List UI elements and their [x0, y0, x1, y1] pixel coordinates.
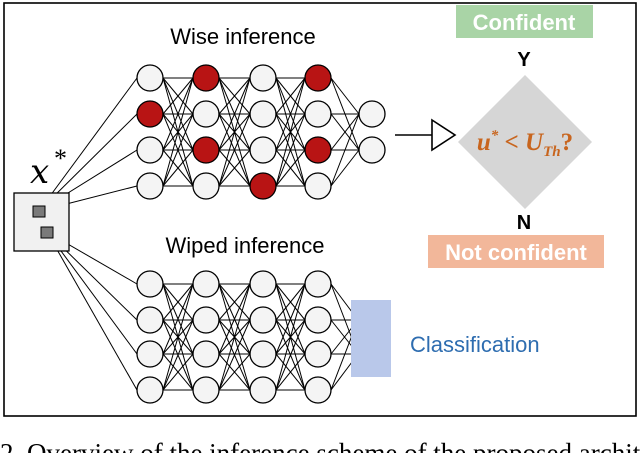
wise-edge [275, 77, 306, 187]
wiped-neuron [192, 376, 220, 404]
wiped-neuron [192, 270, 220, 298]
wise-edge [218, 77, 251, 151]
wiped-edge [275, 283, 306, 321]
input-symbol: 𝑥 [30, 154, 49, 191]
wise-edge [162, 113, 194, 187]
wiped-edge [275, 283, 306, 391]
wise-edge [275, 149, 306, 187]
wise-active-neuron [304, 64, 332, 92]
wiped-edge [218, 319, 251, 391]
wiped-neuron [304, 306, 332, 334]
wise-inference-title: Wise inference [170, 24, 316, 49]
wise-edge [162, 77, 194, 187]
decision-arrow [395, 118, 457, 152]
wiped-edge [275, 319, 306, 391]
wiped-neuron [249, 270, 277, 298]
wise-active-neuron [136, 100, 164, 128]
wiped-neuron [304, 270, 332, 298]
input-edge [46, 231, 138, 355]
wise-active-neuron [249, 172, 277, 200]
wise-edge [330, 113, 360, 187]
wise-neuron [249, 136, 277, 164]
input-symbol-superscript: * [54, 144, 67, 173]
wise-edge [275, 113, 306, 187]
wise-edge [218, 77, 251, 115]
wiped-neuron [136, 340, 164, 368]
wise-neuron [358, 100, 386, 128]
wise-neuron [304, 100, 332, 128]
confident-badge [456, 5, 593, 38]
wise-neuron [136, 136, 164, 164]
wiped-neuron [136, 306, 164, 334]
wiped-edge [218, 353, 251, 391]
wise-edge [162, 149, 194, 187]
wise-edge [218, 77, 251, 187]
wise-edge [330, 77, 360, 115]
wiped-neuron [304, 376, 332, 404]
wise-neuron [192, 100, 220, 128]
wiped-neuron [136, 376, 164, 404]
wiped-edge [218, 283, 251, 391]
threshold-expression: u* < UTh? [477, 128, 573, 160]
wiped-neuron [249, 306, 277, 334]
input-pixel-lower [40, 226, 54, 239]
figure-caption: 2. Overview of the inference scheme of t… [0, 438, 640, 453]
wise-neuron [136, 64, 164, 92]
wiped-edge [162, 283, 194, 321]
wise-neuron [358, 136, 386, 164]
wise-edge [330, 149, 360, 187]
wiped-edge [162, 319, 194, 391]
confident-label: Confident [473, 10, 576, 35]
wise-edge [218, 113, 251, 187]
decision-diamond [458, 75, 592, 209]
not-confident-badge [428, 235, 604, 268]
wiped-edge [275, 283, 306, 355]
wise-neuron [249, 64, 277, 92]
wise-edge [275, 77, 306, 151]
decision-no: N [517, 212, 531, 234]
wiped-edge [162, 283, 194, 355]
wiped-neuron [192, 340, 220, 368]
wise-neuron [304, 172, 332, 200]
input-image-frame [13, 192, 70, 252]
wiped-edge [218, 283, 251, 355]
wiped-edge [162, 283, 194, 391]
input-pixel-upper [32, 205, 46, 218]
wise-active-neuron [192, 64, 220, 92]
wiped-neuron [304, 340, 332, 368]
wiped-neuron [192, 306, 220, 334]
wise-edge [162, 77, 194, 151]
wiped-neuron [249, 376, 277, 404]
classification-label: Classification [410, 332, 540, 357]
wise-neuron [136, 172, 164, 200]
wise-edge [275, 77, 306, 115]
wise-active-neuron [304, 136, 332, 164]
wise-active-neuron [192, 136, 220, 164]
wiped-neuron [136, 270, 164, 298]
wiped-edge [275, 353, 306, 391]
decision-yes: Y [517, 49, 531, 71]
wiped-neuron [249, 340, 277, 368]
input-image [13, 192, 70, 252]
wiped-inference-title: Wiped inference [166, 233, 325, 258]
input-edge [46, 231, 138, 391]
wiped-edge [218, 283, 251, 321]
wise-edge [162, 77, 194, 115]
wiped-edge [162, 353, 194, 391]
wise-edge [330, 113, 360, 151]
figure-frame [3, 2, 637, 417]
wise-edge [218, 149, 251, 187]
input-edge [38, 77, 138, 212]
wise-neuron [192, 172, 220, 200]
wise-neuron [249, 100, 277, 128]
classification-box [351, 300, 391, 377]
not-confident-label: Not confident [445, 240, 587, 265]
